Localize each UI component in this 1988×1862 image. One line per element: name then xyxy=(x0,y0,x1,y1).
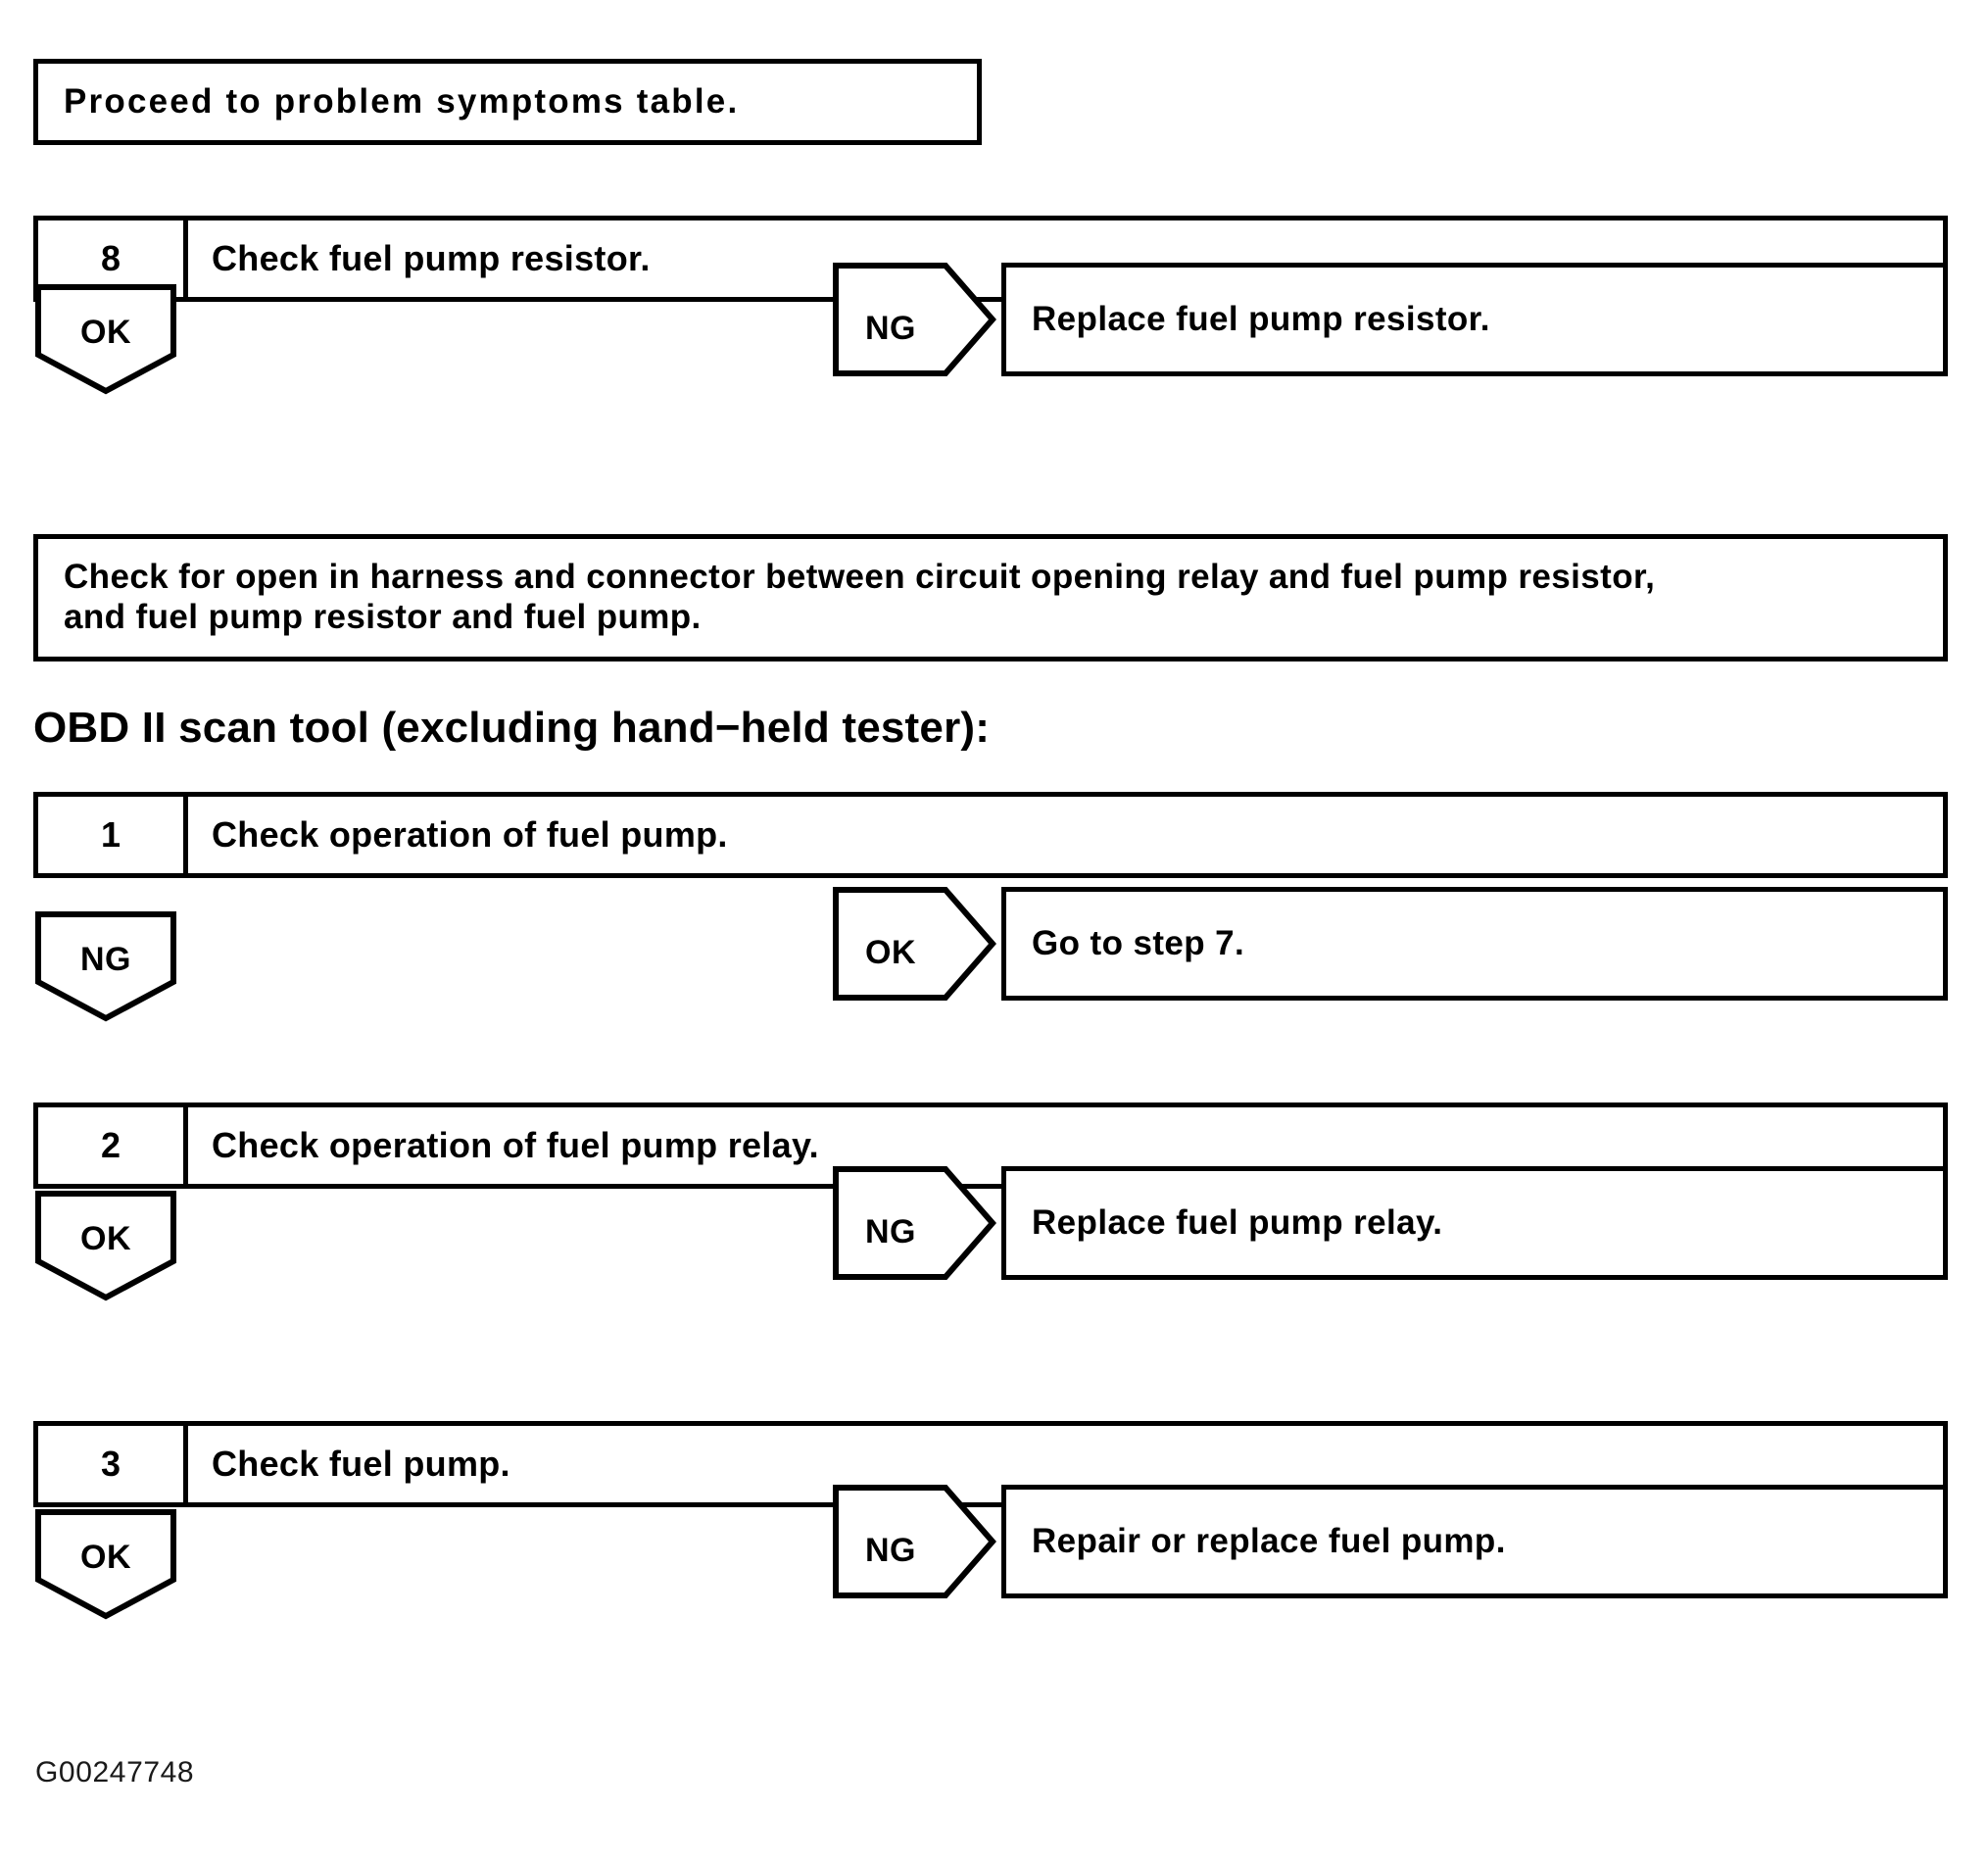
terminal-box-proceed: Proceed to problem symptoms table. xyxy=(33,59,982,145)
step-label-3: Check fuel pump. xyxy=(212,1444,510,1484)
step-number-8: 8 xyxy=(38,220,188,297)
step-label-1: Check operation of fuel pump. xyxy=(212,814,728,855)
figure-reference-code-text: G00247748 xyxy=(35,1756,195,1788)
badge-ng-branch-2: NG xyxy=(833,1166,996,1280)
result-box-goto-step-7: Go to step 7. xyxy=(1001,887,1948,1001)
step-number-3: 3 xyxy=(38,1426,188,1502)
step-number-2: 2 xyxy=(38,1107,188,1184)
section-heading-text: OBD II scan tool (excluding hand−held te… xyxy=(33,704,991,752)
result-box-replace-relay-text: Replace fuel pump relay. xyxy=(1032,1202,1443,1242)
badge-ok-step-1-arrow: OK xyxy=(833,887,996,1001)
result-box-repair-pump-text: Repair or replace fuel pump. xyxy=(1032,1521,1506,1560)
step-label-2: Check operation of fuel pump relay. xyxy=(212,1125,819,1165)
result-box-repair-pump: Repair or replace fuel pump. xyxy=(1001,1485,1948,1598)
instruction-box-harness-text: Check for open in harness and connector … xyxy=(64,558,1656,636)
result-box-replace-resistor: Replace fuel pump resistor. xyxy=(1001,263,1948,376)
badge-ok-branch-2-label: OK xyxy=(80,1220,131,1257)
badge-ng-branch-3-label: NG xyxy=(865,1532,916,1569)
badge-ok-step-1-label: OK xyxy=(865,934,916,971)
badge-ng-branch-3: NG xyxy=(833,1485,996,1598)
badge-ng-branch-2-label: NG xyxy=(865,1213,916,1250)
badge-ok-branch-3: OK xyxy=(35,1509,176,1620)
step-row-1: 1 Check operation of fuel pump. xyxy=(33,792,1948,878)
instruction-box-harness: Check for open in harness and connector … xyxy=(33,534,1948,662)
result-box-goto-step-7-text: Go to step 7. xyxy=(1032,923,1245,962)
terminal-box-text: Proceed to problem symptoms table. xyxy=(64,81,740,121)
result-box-replace-resistor-text: Replace fuel pump resistor. xyxy=(1032,299,1490,338)
badge-ng-step-8-label: NG xyxy=(865,310,916,347)
result-box-replace-relay: Replace fuel pump relay. xyxy=(1001,1166,1948,1280)
badge-ok-branch-3-label: OK xyxy=(80,1539,131,1576)
section-heading-obd-scan-tool: OBD II scan tool (excluding hand−held te… xyxy=(33,704,1405,759)
badge-ng-step-8: NG xyxy=(833,263,996,376)
badge-ng-branch-1: NG xyxy=(35,911,176,1022)
badge-ng-branch-1-label: NG xyxy=(80,941,131,978)
badge-ok-step-8: OK xyxy=(35,284,176,395)
step-row-8: 8 Check fuel pump resistor. xyxy=(33,216,1948,302)
step-label-8: Check fuel pump resistor. xyxy=(212,238,651,278)
badge-ok-step-8-label: OK xyxy=(80,314,131,351)
figure-reference-code: G00247748 xyxy=(35,1756,427,1795)
badge-ok-branch-2: OK xyxy=(35,1191,176,1301)
step-number-1: 1 xyxy=(38,797,188,873)
